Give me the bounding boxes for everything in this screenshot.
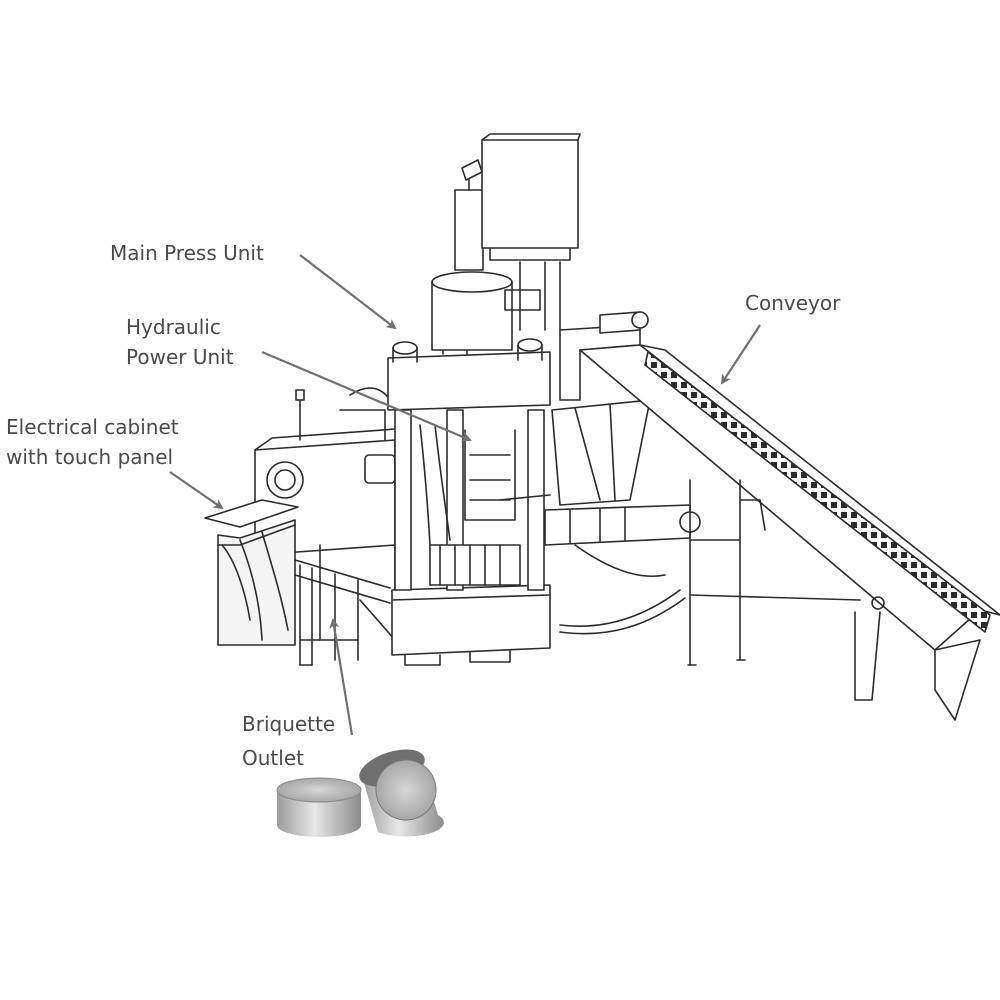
- hydraulic-leader: [261, 350, 472, 442]
- machine-drawing: [204, 133, 1000, 721]
- leader-arrows: [169, 254, 761, 736]
- press-crosshead-drawing: [387, 331, 551, 411]
- label-outlet-line2: Outlet: [242, 746, 304, 770]
- label-hydraulic-line1: Hydraulic: [126, 315, 221, 339]
- label-briquette-outlet: Briquette Outlet: [242, 707, 335, 775]
- briquette-right: [359, 749, 444, 837]
- briquette-outlet-drawing: [294, 559, 396, 666]
- top-motor-box-drawing: [481, 133, 581, 331]
- label-hydraulic-power-unit: Hydraulic Power Unit: [126, 312, 234, 372]
- press-base-drawing: [391, 584, 551, 666]
- main-press-leader: [299, 254, 397, 330]
- press-mechanism-drawing: [419, 424, 551, 586]
- cabinet-leader: [169, 471, 224, 510]
- briquettes-drawing: [276, 749, 444, 837]
- label-main-press-text: Main Press Unit: [110, 241, 264, 265]
- label-cabinet-line1: Electrical cabinet: [6, 415, 179, 439]
- label-main-press-unit: Main Press Unit: [110, 238, 264, 268]
- conveyor-drawing: [559, 311, 1000, 721]
- conveyor-leader: [720, 324, 761, 385]
- label-conveyor-text: Conveyor: [745, 291, 841, 315]
- label-outlet-line1: Briquette: [242, 712, 336, 736]
- hydraulic-hoses-drawing: [559, 544, 686, 635]
- feed-cylinder-drawing: [544, 504, 701, 546]
- label-conveyor: Conveyor: [745, 288, 840, 318]
- briquette-left: [276, 777, 362, 837]
- electrical-cabinet-drawing: [204, 499, 299, 646]
- main-cylinder-drawing: [431, 159, 513, 351]
- label-hydraulic-line2: Power Unit: [126, 345, 234, 369]
- label-electrical-cabinet: Electrical cabinet with touch panel: [6, 412, 179, 472]
- outlet-leader: [329, 618, 354, 736]
- label-cabinet-line2: with touch panel: [6, 445, 174, 469]
- feed-hopper-drawing: [551, 399, 651, 506]
